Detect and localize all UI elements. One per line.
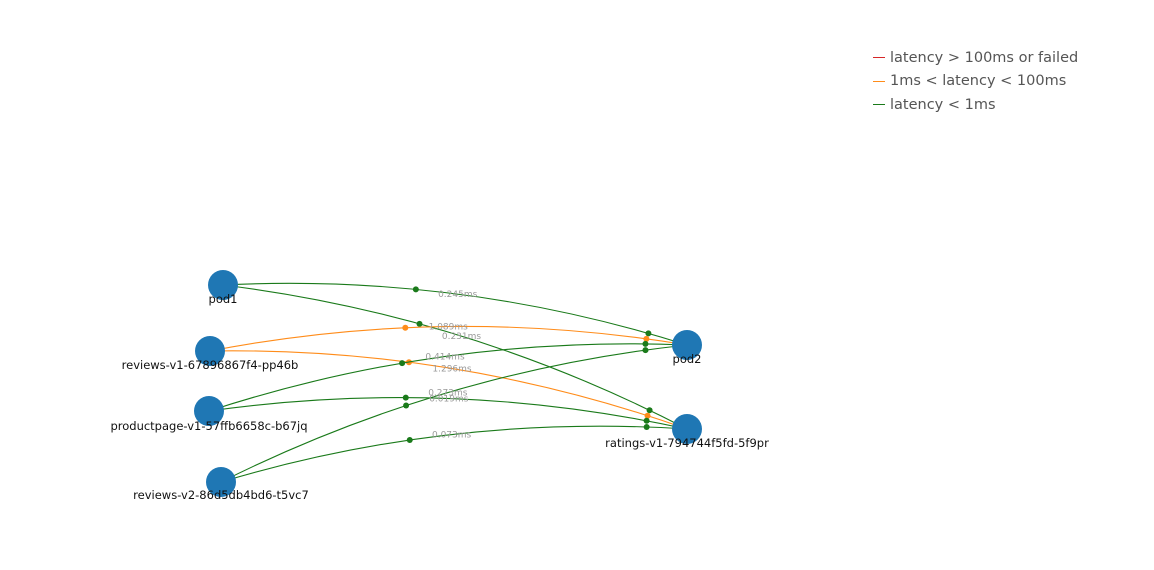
edge-end-dot xyxy=(643,417,650,424)
edge-latency-label: 0.019ms xyxy=(429,394,469,404)
legend-label-medium: 1ms < latency < 100ms xyxy=(890,73,1067,90)
node-label-reviews-v2: reviews-v2-86d5db4bd6-t5vc7 xyxy=(133,488,309,502)
edge-latency-label: 0.073ms xyxy=(432,431,472,441)
edge-mid-dot xyxy=(416,320,423,327)
edge-productpage-v1-to-ratings-v1[interactable] xyxy=(208,397,687,429)
legend-item-medium[interactable]: 1ms < latency < 100ms xyxy=(873,70,1078,94)
node-ratings-v1[interactable] xyxy=(672,414,702,444)
edge-end-dot xyxy=(646,407,653,414)
edge-latency-label: 1.296ms xyxy=(432,365,472,375)
edge-end-dot xyxy=(643,423,650,430)
edge-latency-label: 0.414ms xyxy=(425,352,465,362)
edge-mid-dot xyxy=(403,402,410,409)
legend-swatch-failed xyxy=(873,57,885,59)
edge-productpage-v1-to-pod2[interactable] xyxy=(208,344,687,412)
legend-item-low[interactable]: latency < 1ms xyxy=(873,93,1078,117)
legend-label-low: latency < 1ms xyxy=(890,96,996,113)
legend: latency > 100ms or failed 1ms < latency … xyxy=(873,46,1078,117)
edge-mid-dot xyxy=(406,436,413,443)
edge-pod1-to-ratings-v1[interactable] xyxy=(222,284,687,429)
node-productpage-v1[interactable] xyxy=(194,396,224,426)
node-reviews-v1[interactable] xyxy=(195,336,225,366)
node-pod2[interactable] xyxy=(672,330,702,360)
legend-swatch-low xyxy=(873,104,885,106)
edge-mid-dot xyxy=(399,360,406,367)
node-reviews-v2[interactable] xyxy=(206,467,236,497)
edge-end-dot xyxy=(642,347,649,354)
edge-reviews-v2-to-pod2[interactable] xyxy=(220,345,687,483)
node-label-productpage-v1: productpage-v1-57ffb6658c-b67jq xyxy=(110,419,307,433)
edge-reviews-v1-to-pod2[interactable] xyxy=(209,325,687,352)
edge-latency-label: 0.231ms xyxy=(442,332,482,342)
edge-end-dot xyxy=(643,335,650,342)
edge-reviews-v1-to-ratings-v1[interactable] xyxy=(209,350,687,429)
edge-latency-label: 0.245ms xyxy=(438,290,478,300)
node-label-ratings-v1: ratings-v1-794744f5fd-5f9pr xyxy=(605,436,769,450)
node-label-reviews-v1: reviews-v1-67896867f4-pp46b xyxy=(122,358,299,372)
edge-latency-label: 1.089ms xyxy=(429,323,469,333)
edge-reviews-v2-to-ratings-v1[interactable] xyxy=(220,426,687,483)
edge-latency-label: 0.273ms xyxy=(428,389,468,399)
edge-mid-dot xyxy=(412,286,419,293)
node-label-pod1: pod1 xyxy=(209,292,238,306)
nodes-layer xyxy=(194,270,702,497)
legend-swatch-medium xyxy=(873,80,885,82)
edge-end-dot xyxy=(642,340,649,347)
legend-item-failed[interactable]: latency > 100ms or failed xyxy=(873,46,1078,70)
edge-end-dot xyxy=(644,412,651,419)
edges-layer xyxy=(208,282,687,483)
legend-label-failed: latency > 100ms or failed xyxy=(890,49,1079,66)
node-label-pod2: pod2 xyxy=(673,352,702,366)
edge-mid-dot xyxy=(402,324,409,331)
edge-end-dot xyxy=(645,330,652,337)
node-pod1[interactable] xyxy=(208,270,238,300)
edge-pod1-to-pod2[interactable] xyxy=(222,282,687,345)
edge-mid-dot xyxy=(402,394,409,401)
